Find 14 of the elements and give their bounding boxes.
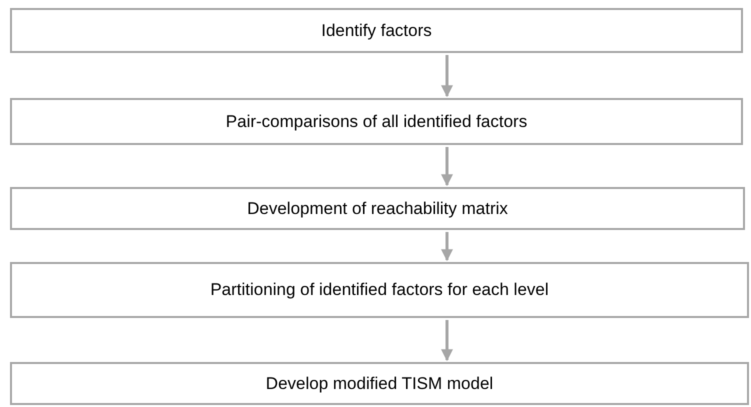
arrow bbox=[441, 147, 453, 186]
step-text: Development of reachability matrix bbox=[247, 198, 508, 220]
arrow bbox=[441, 232, 453, 262]
process-box bbox=[10, 8, 743, 53]
step-text: Identify factors bbox=[321, 20, 432, 42]
arrow bbox=[441, 55, 453, 98]
step-text: Pair-comparisons of all identified factors bbox=[226, 110, 528, 132]
process-box bbox=[10, 98, 743, 145]
step-text: Develop modified TISM model bbox=[266, 372, 494, 394]
process-box bbox=[10, 187, 745, 230]
process-box bbox=[10, 262, 749, 318]
process-box bbox=[10, 362, 749, 405]
arrow bbox=[441, 320, 453, 362]
step-text: Partitioning of identified factors for each level bbox=[210, 279, 549, 301]
